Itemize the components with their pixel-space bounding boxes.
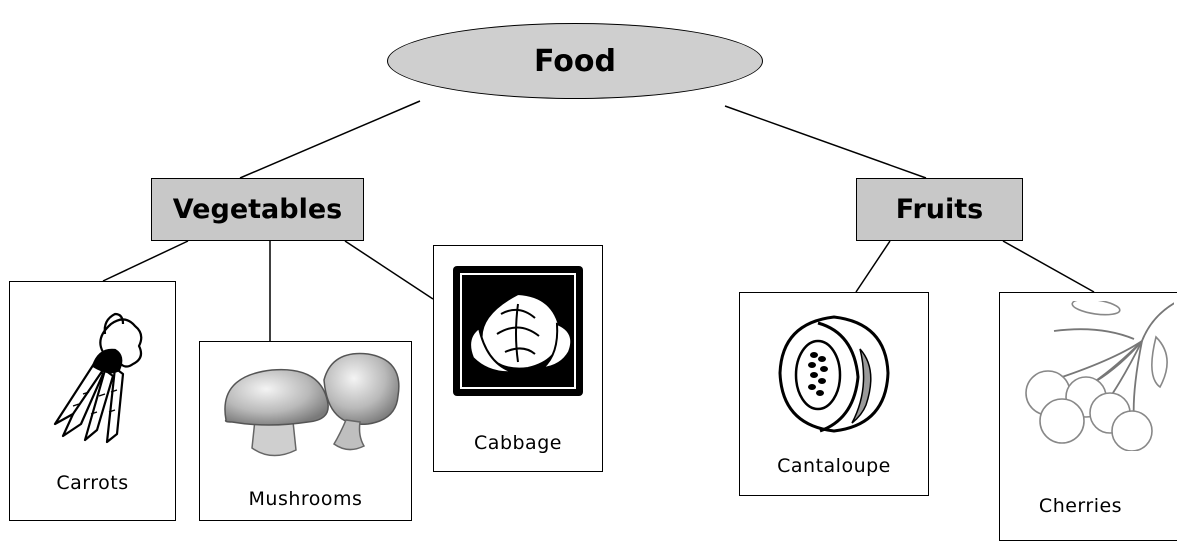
connector-vegetables-cabbage [344, 240, 434, 300]
node-cantaloupe-label: Cantaloupe [777, 455, 891, 477]
connector-fruits-cherries [1002, 240, 1095, 293]
connector-fruits-cantaloupe [855, 240, 891, 293]
carrots-icon [10, 296, 175, 446]
mushrooms-icon [200, 350, 411, 470]
node-food-label: Food [534, 43, 616, 79]
cantaloupe-icon [740, 309, 928, 439]
node-mushrooms-label: Mushrooms [248, 488, 363, 510]
node-cherries-label: Cherries [1038, 495, 1123, 517]
node-food: Food [387, 23, 763, 99]
node-fruits: Fruits [856, 178, 1023, 241]
node-cabbage: Cabbage [433, 245, 603, 472]
node-cherries: Cherries [999, 292, 1177, 541]
node-cantaloupe: Cantaloupe [739, 292, 929, 496]
connector-vegetables-carrots [102, 240, 189, 282]
node-cabbage-label: Cabbage [474, 432, 562, 454]
node-vegetables: Vegetables [151, 178, 364, 241]
connector-food-vegetables [239, 100, 421, 179]
node-vegetables-label: Vegetables [172, 194, 343, 225]
node-carrots: Carrots [9, 281, 176, 521]
node-mushrooms: Mushrooms [199, 341, 412, 521]
cabbage-icon [434, 264, 602, 398]
node-fruits-label: Fruits [895, 194, 984, 225]
cherries-icon [1014, 301, 1177, 451]
connector-food-fruits [724, 105, 927, 179]
node-carrots-label: Carrots [56, 472, 129, 494]
